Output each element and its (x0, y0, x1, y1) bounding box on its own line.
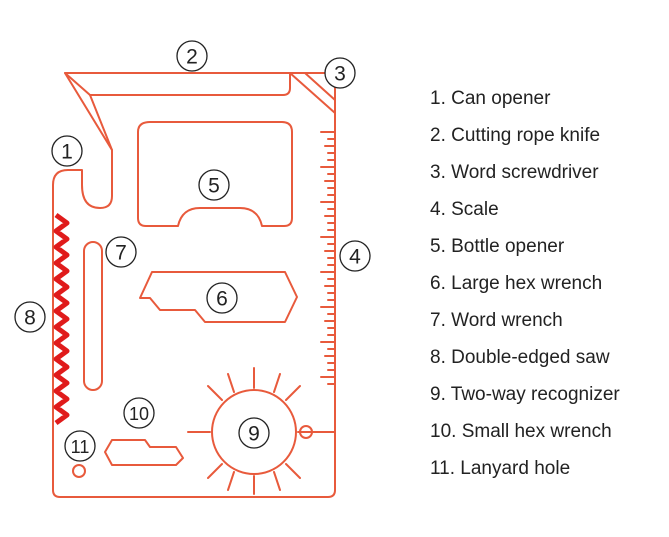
callout-4: 4 (349, 246, 361, 269)
legend-item-scale: 4. Scale (430, 199, 499, 220)
legend-item-can-opener: 1. Can opener (430, 88, 551, 109)
legend-item-lanyard-hole: 11. Lanyard hole (430, 458, 571, 479)
legend-item-word-wrench: 7. Word wrench (430, 310, 563, 331)
can-opener (64, 72, 291, 96)
callout-8-circle (14, 301, 46, 333)
legend: 1. Can opener 2. Cutting rope knife 3. W… (430, 84, 620, 491)
legend-item-small-hex-wrench: 10. Small hex wrench (430, 421, 612, 442)
recognizer-pointers (187, 367, 336, 495)
recognizer-knob (299, 425, 313, 439)
callout-5-circle (198, 169, 230, 201)
callout-3-circle (324, 57, 356, 89)
lanyard-hole (72, 464, 86, 478)
callout-3: 3 (334, 63, 346, 86)
rope-knife-edge (89, 94, 113, 151)
callout-6-circle (206, 282, 238, 314)
legend-item-large-hex-wrench: 6. Large hex wrench (430, 273, 603, 294)
callout-10: 10 (129, 404, 149, 424)
small-hex-wrench (104, 439, 184, 466)
callout-9-circle (238, 417, 270, 449)
callout-2-circle (176, 40, 208, 72)
legend-item-double-edged-saw: 8. Double-edged saw (430, 347, 610, 368)
word-screwdriver (289, 72, 336, 114)
scale (320, 131, 336, 385)
callout-7-circle (105, 236, 137, 268)
callout-2: 2 (186, 46, 198, 69)
bottle-opener (137, 121, 293, 227)
word-wrench-slot (83, 241, 103, 391)
card-outline (52, 72, 336, 498)
legend-item-word-screwdriver: 3. Word screwdriver (430, 162, 599, 183)
callout-7: 7 (115, 242, 127, 265)
callout-1-circle (51, 135, 83, 167)
callout-11: 11 (71, 437, 90, 457)
callout-4-circle (339, 240, 371, 272)
callout-10-circle (123, 397, 155, 429)
legend-item-cutting-rope-knife: 2. Cutting rope knife (430, 125, 601, 146)
large-hex-wrench (139, 271, 298, 323)
legend-item-bottle-opener: 5. Bottle opener (430, 236, 565, 257)
callout-1: 1 (61, 141, 73, 164)
callout-9: 9 (248, 423, 260, 446)
callout-11-circle (64, 430, 96, 462)
callout-8: 8 (24, 307, 36, 330)
double-edged-saw (53, 212, 70, 426)
callout-6: 6 (216, 288, 228, 311)
recognizer-circle (211, 389, 297, 475)
callout-5: 5 (208, 175, 220, 198)
legend-item-two-way-recognizer: 9. Two-way recognizer (430, 384, 620, 405)
